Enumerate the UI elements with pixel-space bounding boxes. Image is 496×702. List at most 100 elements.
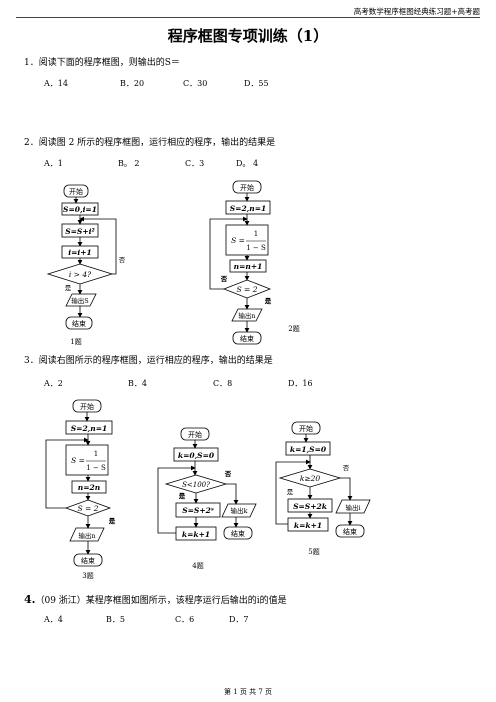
fig3-update-label: n=2n bbox=[78, 483, 100, 492]
q3-option-d: D．16 bbox=[288, 379, 313, 388]
fig4-init-box bbox=[173, 447, 219, 462]
fig4-end-label: 结束 bbox=[231, 529, 245, 538]
fig3-init-label: S=2,n=1 bbox=[71, 424, 108, 433]
fig4-cond-label: S<100? bbox=[182, 481, 210, 489]
question-2-text: ．阅读图 2 所示的程序框图，运行相应的程序，输出的结果是 bbox=[29, 138, 276, 148]
fig3-start-label: 开始 bbox=[80, 402, 94, 411]
fig4-update-box bbox=[175, 502, 221, 518]
question-4-text: （09 浙江）某程序框图如图所示，该程序运行后输出的i的值是 bbox=[35, 596, 287, 606]
question-2: 2．阅读图 2 所示的程序框图，运行相应的程序，输出的结果是 bbox=[24, 135, 275, 148]
flowchart-3 bbox=[45, 399, 113, 567]
flowchart-5 bbox=[275, 421, 371, 538]
fig2-incr-label: n=n+1 bbox=[234, 262, 263, 271]
q1-option-d: D．55 bbox=[244, 79, 269, 88]
question-2-number: 2 bbox=[24, 138, 30, 148]
fig1-update-label: S=S+i² bbox=[65, 227, 95, 236]
page-footer: 第 1 页 共 7 页 bbox=[223, 688, 273, 696]
fig3-output-label: 输出n bbox=[78, 531, 95, 540]
fig5-init-box bbox=[285, 441, 331, 456]
fig2-output-label: 输出n bbox=[238, 311, 255, 320]
fig3-assign-box bbox=[65, 444, 109, 476]
fig3-yes-label: 是 bbox=[108, 516, 116, 525]
fig4-no-label: 否 bbox=[224, 470, 232, 478]
question-3: 3．阅读右图所示的程序框图，运行相应的程序，输出的结果是 bbox=[24, 353, 273, 366]
fig3-cond-label: S = 2 bbox=[78, 504, 99, 513]
fig4-incr-box bbox=[175, 526, 217, 541]
fig5-init-label: k=1,S=0 bbox=[290, 445, 327, 454]
fig2-yes-label: 是 bbox=[264, 296, 272, 305]
fig2-end-box bbox=[232, 331, 262, 345]
q4-option-b: B．5 bbox=[106, 615, 125, 624]
fig4-incr-label: k=k+1 bbox=[182, 530, 210, 539]
question-1-number: 1 bbox=[24, 58, 30, 68]
question-3-text: ．阅读右图所示的程序框图，运行相应的程序，输出的结果是 bbox=[29, 356, 273, 366]
fig4-output-label: 输出k bbox=[231, 506, 248, 515]
fig1-end-label: 结束 bbox=[72, 319, 86, 328]
fig4-caption: 4题 bbox=[192, 562, 203, 570]
question-4-number: 4. bbox=[24, 593, 36, 606]
flowchart-1 bbox=[46, 184, 117, 330]
fig3-num-label: 1 bbox=[94, 450, 98, 458]
fig1-start-label: 开始 bbox=[69, 187, 83, 196]
fig2-end-label: 结束 bbox=[240, 334, 254, 343]
fig1-output-label: 输出S bbox=[71, 296, 88, 305]
fig3-init-box bbox=[65, 420, 113, 435]
fig4-output-para bbox=[221, 503, 257, 518]
fig4-update-label: S=S+2ˢ bbox=[182, 506, 214, 515]
header-rule bbox=[16, 17, 480, 18]
fig4-start-label: 开始 bbox=[188, 430, 202, 439]
q2-option-c: C．3 bbox=[185, 159, 205, 168]
fig1-cond-label: i > 4? bbox=[69, 270, 92, 279]
flowchart-4 bbox=[157, 427, 257, 541]
q2-option-b: B。 2 bbox=[118, 159, 140, 168]
fig4-end-box bbox=[223, 526, 253, 540]
fig2-cond-label: S = 2 bbox=[237, 285, 258, 294]
fig5-start-label: 开始 bbox=[299, 424, 313, 433]
fig3-output-para bbox=[69, 527, 105, 542]
fig1-end-box bbox=[65, 316, 93, 330]
fig3-end-box bbox=[73, 553, 103, 567]
fig1-init-label: S=0,i=1 bbox=[63, 205, 97, 214]
q1-option-c: C．30 bbox=[183, 79, 208, 88]
fig2-no-label: 否 bbox=[220, 275, 228, 283]
q4-option-c: C．6 bbox=[175, 615, 195, 624]
q3-option-b: B．4 bbox=[128, 379, 147, 388]
fig5-end-label: 结束 bbox=[343, 527, 357, 536]
fig2-output-para bbox=[231, 308, 263, 322]
question-3-number: 3 bbox=[24, 356, 30, 366]
q4-option-a: A．4 bbox=[44, 615, 63, 624]
fig5-incr-label: k=k+1 bbox=[294, 521, 322, 530]
flowchart-2 bbox=[209, 180, 272, 345]
fig4-init-label: k=0,S=0 bbox=[178, 451, 215, 460]
fig1-caption: 1题 bbox=[70, 338, 81, 346]
fig5-no-label: 否 bbox=[343, 464, 350, 472]
question-1-text: ．阅读下面的程序框图，则输出的S＝ bbox=[29, 58, 180, 68]
fig2-den-label: 1 − S bbox=[246, 244, 266, 252]
fig3-assign-label: S = bbox=[71, 456, 85, 465]
fig5-output-para bbox=[335, 499, 371, 514]
fig2-incr-box bbox=[229, 259, 267, 273]
fig3-update-box bbox=[71, 480, 107, 494]
fig5-caption: 5题 bbox=[308, 548, 319, 556]
fig2-start-label: 开始 bbox=[240, 183, 254, 192]
fig2-assign-label: S = bbox=[231, 236, 245, 245]
q1-option-a: A．14 bbox=[44, 79, 68, 88]
fig3-caption: 3题 bbox=[82, 572, 93, 580]
fig5-update-label: S=S+2k bbox=[293, 502, 327, 511]
fig5-yes-label: 是 bbox=[287, 488, 294, 496]
fig2-init-box bbox=[225, 200, 271, 215]
fig5-incr-box bbox=[287, 517, 329, 532]
fig2-init-label: S=2,n=1 bbox=[230, 204, 267, 213]
fig1-incr-label: i=i+1 bbox=[68, 248, 92, 257]
question-1: 1．阅读下面的程序框图，则输出的S＝ bbox=[24, 55, 180, 68]
fig1-yes-label: 是 bbox=[65, 284, 72, 292]
q2-option-a: A．1 bbox=[44, 159, 63, 168]
fig5-output-label: 输出i bbox=[345, 503, 360, 512]
q2-option-d: D。 4 bbox=[236, 159, 259, 168]
page-header: 高考数学程序框图经典练习题+高考题 bbox=[353, 7, 480, 16]
q3-option-a: A．2 bbox=[44, 379, 63, 388]
fig1-output-para bbox=[65, 293, 97, 307]
fig3-den-label: 1 − S bbox=[86, 464, 106, 472]
q3-option-c: C．8 bbox=[213, 379, 233, 388]
